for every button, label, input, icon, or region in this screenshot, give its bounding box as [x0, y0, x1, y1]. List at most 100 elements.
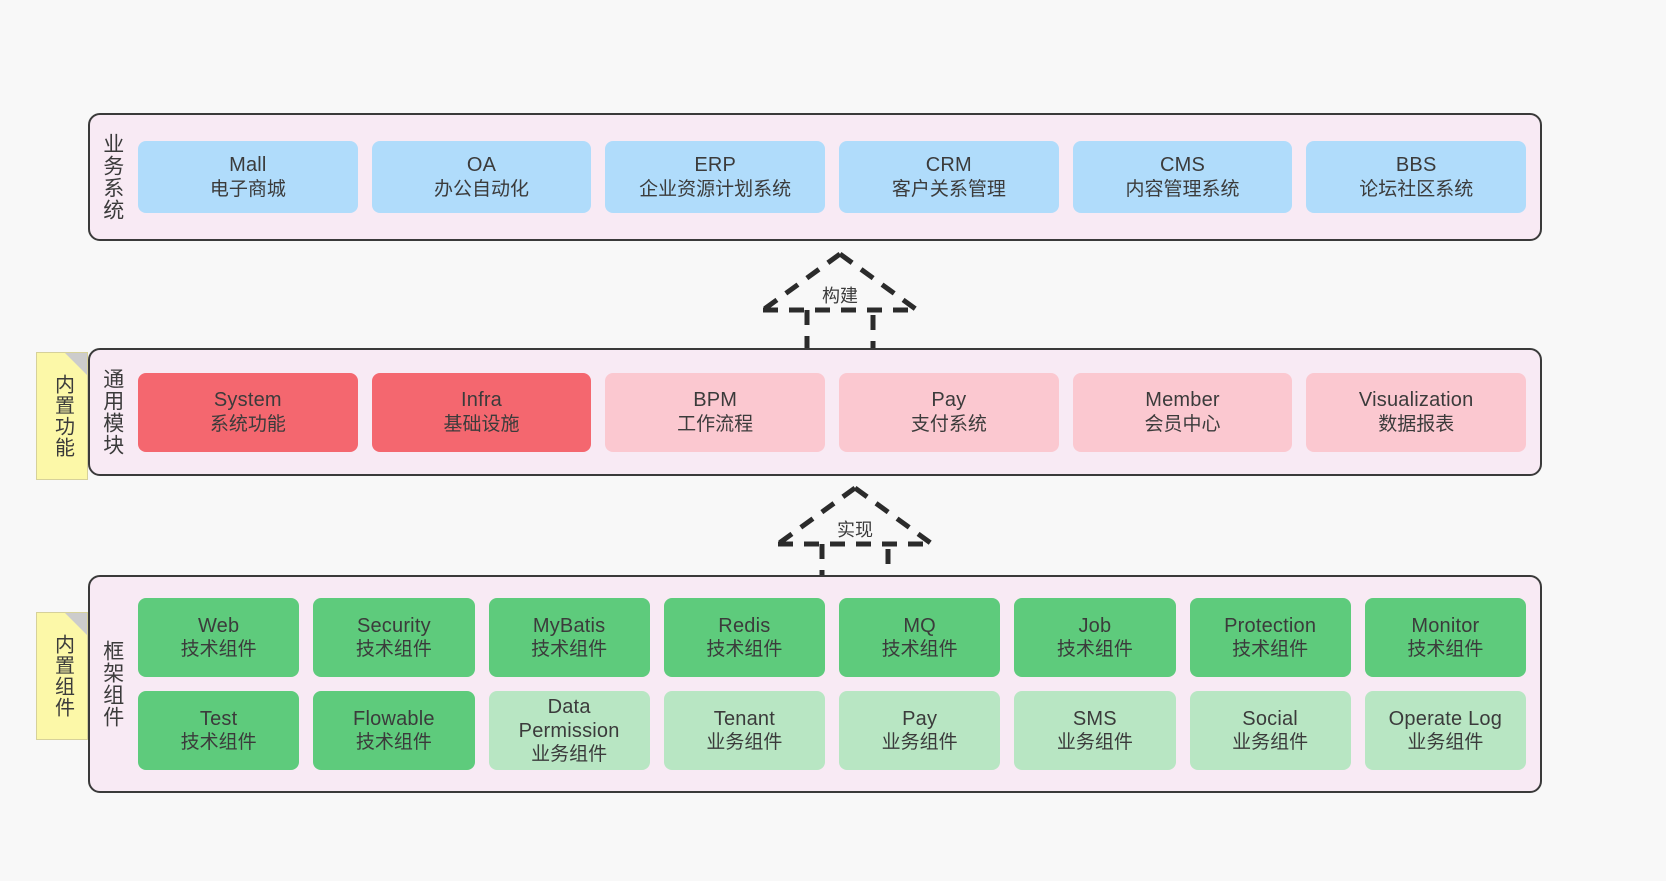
note-builtin-function: 内置功能 [36, 352, 88, 480]
card-title-en: MQ [903, 614, 936, 637]
card-monitor[interactable]: Monitor 技术组件 [1364, 598, 1526, 677]
card-social[interactable]: Social 业务组件 [1189, 691, 1351, 770]
note-text: 内置功能 [51, 374, 74, 458]
card-protection[interactable]: Protection 技术组件 [1189, 598, 1351, 677]
card-row: Mall 电子商城 OA 办公自动化 ERP 企业资源计划系统 CRM 客户关系… [138, 141, 1527, 213]
note-builtin-component: 内置组件 [36, 612, 88, 740]
layer-body-common: System 系统功能 Infra 基础设施 BPM 工作流程 Pay 支付系统… [134, 350, 1540, 474]
card-row: System 系统功能 Infra 基础设施 BPM 工作流程 Pay 支付系统… [138, 372, 1527, 452]
card-title-cn: 技术组件 [706, 639, 783, 661]
card-oa[interactable]: OA 办公自动化 [371, 141, 592, 213]
card-redis[interactable]: Redis 技术组件 [663, 598, 825, 677]
card-title-en: Security [356, 614, 431, 637]
card-pay-component[interactable]: Pay 业务组件 [839, 691, 1001, 770]
card-title-en: Member [1145, 389, 1220, 412]
dashed-generalization-arrow-icon [776, 485, 934, 589]
card-web[interactable]: Web 技术组件 [138, 598, 300, 677]
card-title-cn: 技术组件 [531, 639, 608, 661]
note-fold-corner-icon [65, 613, 87, 635]
card-mall[interactable]: Mall 电子商城 [138, 141, 358, 213]
card-title-en: Web [197, 614, 240, 637]
card-title-en: Mall [229, 154, 267, 177]
card-row: Web 技术组件 Security 技术组件 MyBatis 技术组件 Redi… [138, 598, 1526, 677]
card-title-en: Monitor [1411, 614, 1480, 637]
card-title-en: OA [466, 154, 497, 177]
card-title-en: SMS [1072, 707, 1117, 730]
card-title-en: Visualization [1358, 389, 1474, 412]
card-title-en: MyBatis [532, 614, 606, 637]
card-title-en: Infra [460, 389, 503, 412]
card-sms[interactable]: SMS 业务组件 [1014, 691, 1176, 770]
card-data-permission[interactable]: Data Permission 业务组件 [488, 691, 650, 770]
layer-body-framework: Web 技术组件 Security 技术组件 MyBatis 技术组件 Redi… [134, 577, 1540, 791]
card-title-en: Protection [1224, 614, 1317, 637]
card-title-en: Operate Log [1388, 707, 1503, 730]
card-title-cn: 内容管理系统 [1125, 178, 1240, 200]
card-title-en: Pay [902, 707, 938, 730]
card-visualization[interactable]: Visualization 数据报表 [1306, 372, 1527, 452]
card-mybatis[interactable]: MyBatis 技术组件 [488, 598, 650, 677]
card-security[interactable]: Security 技术组件 [313, 598, 475, 677]
card-title-en: Job [1078, 614, 1112, 637]
card-title-cn: 技术组件 [1232, 639, 1309, 661]
card-title-cn: 论坛社区系统 [1359, 178, 1474, 200]
card-erp[interactable]: ERP 企业资源计划系统 [605, 141, 826, 213]
card-job[interactable]: Job 技术组件 [1014, 598, 1176, 677]
card-title-en: CRM [925, 154, 972, 177]
note-fold-corner-icon [65, 353, 87, 375]
card-title-cn: 技术组件 [180, 732, 257, 754]
card-infra[interactable]: Infra 基础设施 [371, 372, 592, 452]
card-title-en: CMS [1160, 154, 1206, 177]
card-member[interactable]: Member 会员中心 [1072, 372, 1293, 452]
card-title-cn: 技术组件 [1056, 639, 1133, 661]
card-pay-module[interactable]: Pay 支付系统 [839, 372, 1059, 452]
card-title-en: Social [1242, 707, 1298, 730]
card-title-en: Pay [931, 389, 967, 412]
card-title-cn: 业务组件 [1232, 732, 1309, 754]
card-title-cn: 技术组件 [355, 639, 432, 661]
layer-title-framework: 框架组件 [100, 640, 124, 728]
card-crm[interactable]: CRM 客户关系管理 [839, 141, 1059, 213]
layer-body-business: Mall 电子商城 OA 办公自动化 ERP 企业资源计划系统 CRM 客户关系… [134, 115, 1540, 239]
card-title-cn: 业务组件 [1056, 732, 1133, 754]
card-tenant[interactable]: Tenant 业务组件 [663, 691, 825, 770]
arrow-build: 构建 [745, 248, 935, 358]
layer-business-systems: 业务系统 Mall 电子商城 OA 办公自动化 ERP 企业资源计划系统 CRM… [88, 113, 1542, 241]
card-title-cn: 业务组件 [531, 744, 608, 766]
card-system[interactable]: System 系统功能 [138, 372, 358, 452]
card-bbs[interactable]: BBS 论坛社区系统 [1306, 141, 1527, 213]
card-title-cn: 技术组件 [1407, 639, 1484, 661]
card-title-cn: 业务组件 [881, 732, 958, 754]
card-cms[interactable]: CMS 内容管理系统 [1072, 141, 1293, 213]
note-text: 内置组件 [51, 634, 74, 718]
layer-title-common: 通用模块 [100, 368, 124, 456]
card-title-en: System [213, 389, 282, 412]
card-title-en: Redis [718, 614, 771, 637]
card-title-cn: 客户关系管理 [891, 178, 1006, 200]
card-mq[interactable]: MQ 技术组件 [839, 598, 1001, 677]
card-title-cn: 电子商城 [209, 178, 286, 200]
card-test[interactable]: Test 技术组件 [138, 691, 300, 770]
card-title-en: Test [199, 707, 238, 730]
card-title-en: Flowable [353, 707, 435, 730]
layer-framework-components: 框架组件 Web 技术组件 Security 技术组件 MyBatis 技术组件… [88, 575, 1542, 793]
card-title-cn: 技术组件 [180, 639, 257, 661]
card-title-en: ERP [694, 154, 737, 177]
card-operate-log[interactable]: Operate Log 业务组件 [1364, 691, 1526, 770]
card-title-cn: 技术组件 [355, 732, 432, 754]
card-title-cn: 业务组件 [1407, 732, 1484, 754]
card-title-en: Data Permission [518, 695, 620, 742]
card-title-cn: 办公自动化 [434, 178, 530, 200]
card-flowable[interactable]: Flowable 技术组件 [313, 691, 475, 770]
card-title-cn: 数据报表 [1378, 413, 1455, 435]
card-title-cn: 业务组件 [706, 732, 783, 754]
layer-common-modules: 通用模块 System 系统功能 Infra 基础设施 BPM 工作流程 Pay… [88, 348, 1542, 476]
card-title-cn: 支付系统 [910, 413, 987, 435]
layer-title-business: 业务系统 [100, 133, 124, 221]
card-bpm[interactable]: BPM 工作流程 [605, 372, 826, 452]
card-title-cn: 基础设施 [443, 413, 520, 435]
card-title-cn: 工作流程 [677, 413, 754, 435]
card-title-en: Tenant [713, 707, 775, 730]
card-title-cn: 会员中心 [1144, 413, 1221, 435]
